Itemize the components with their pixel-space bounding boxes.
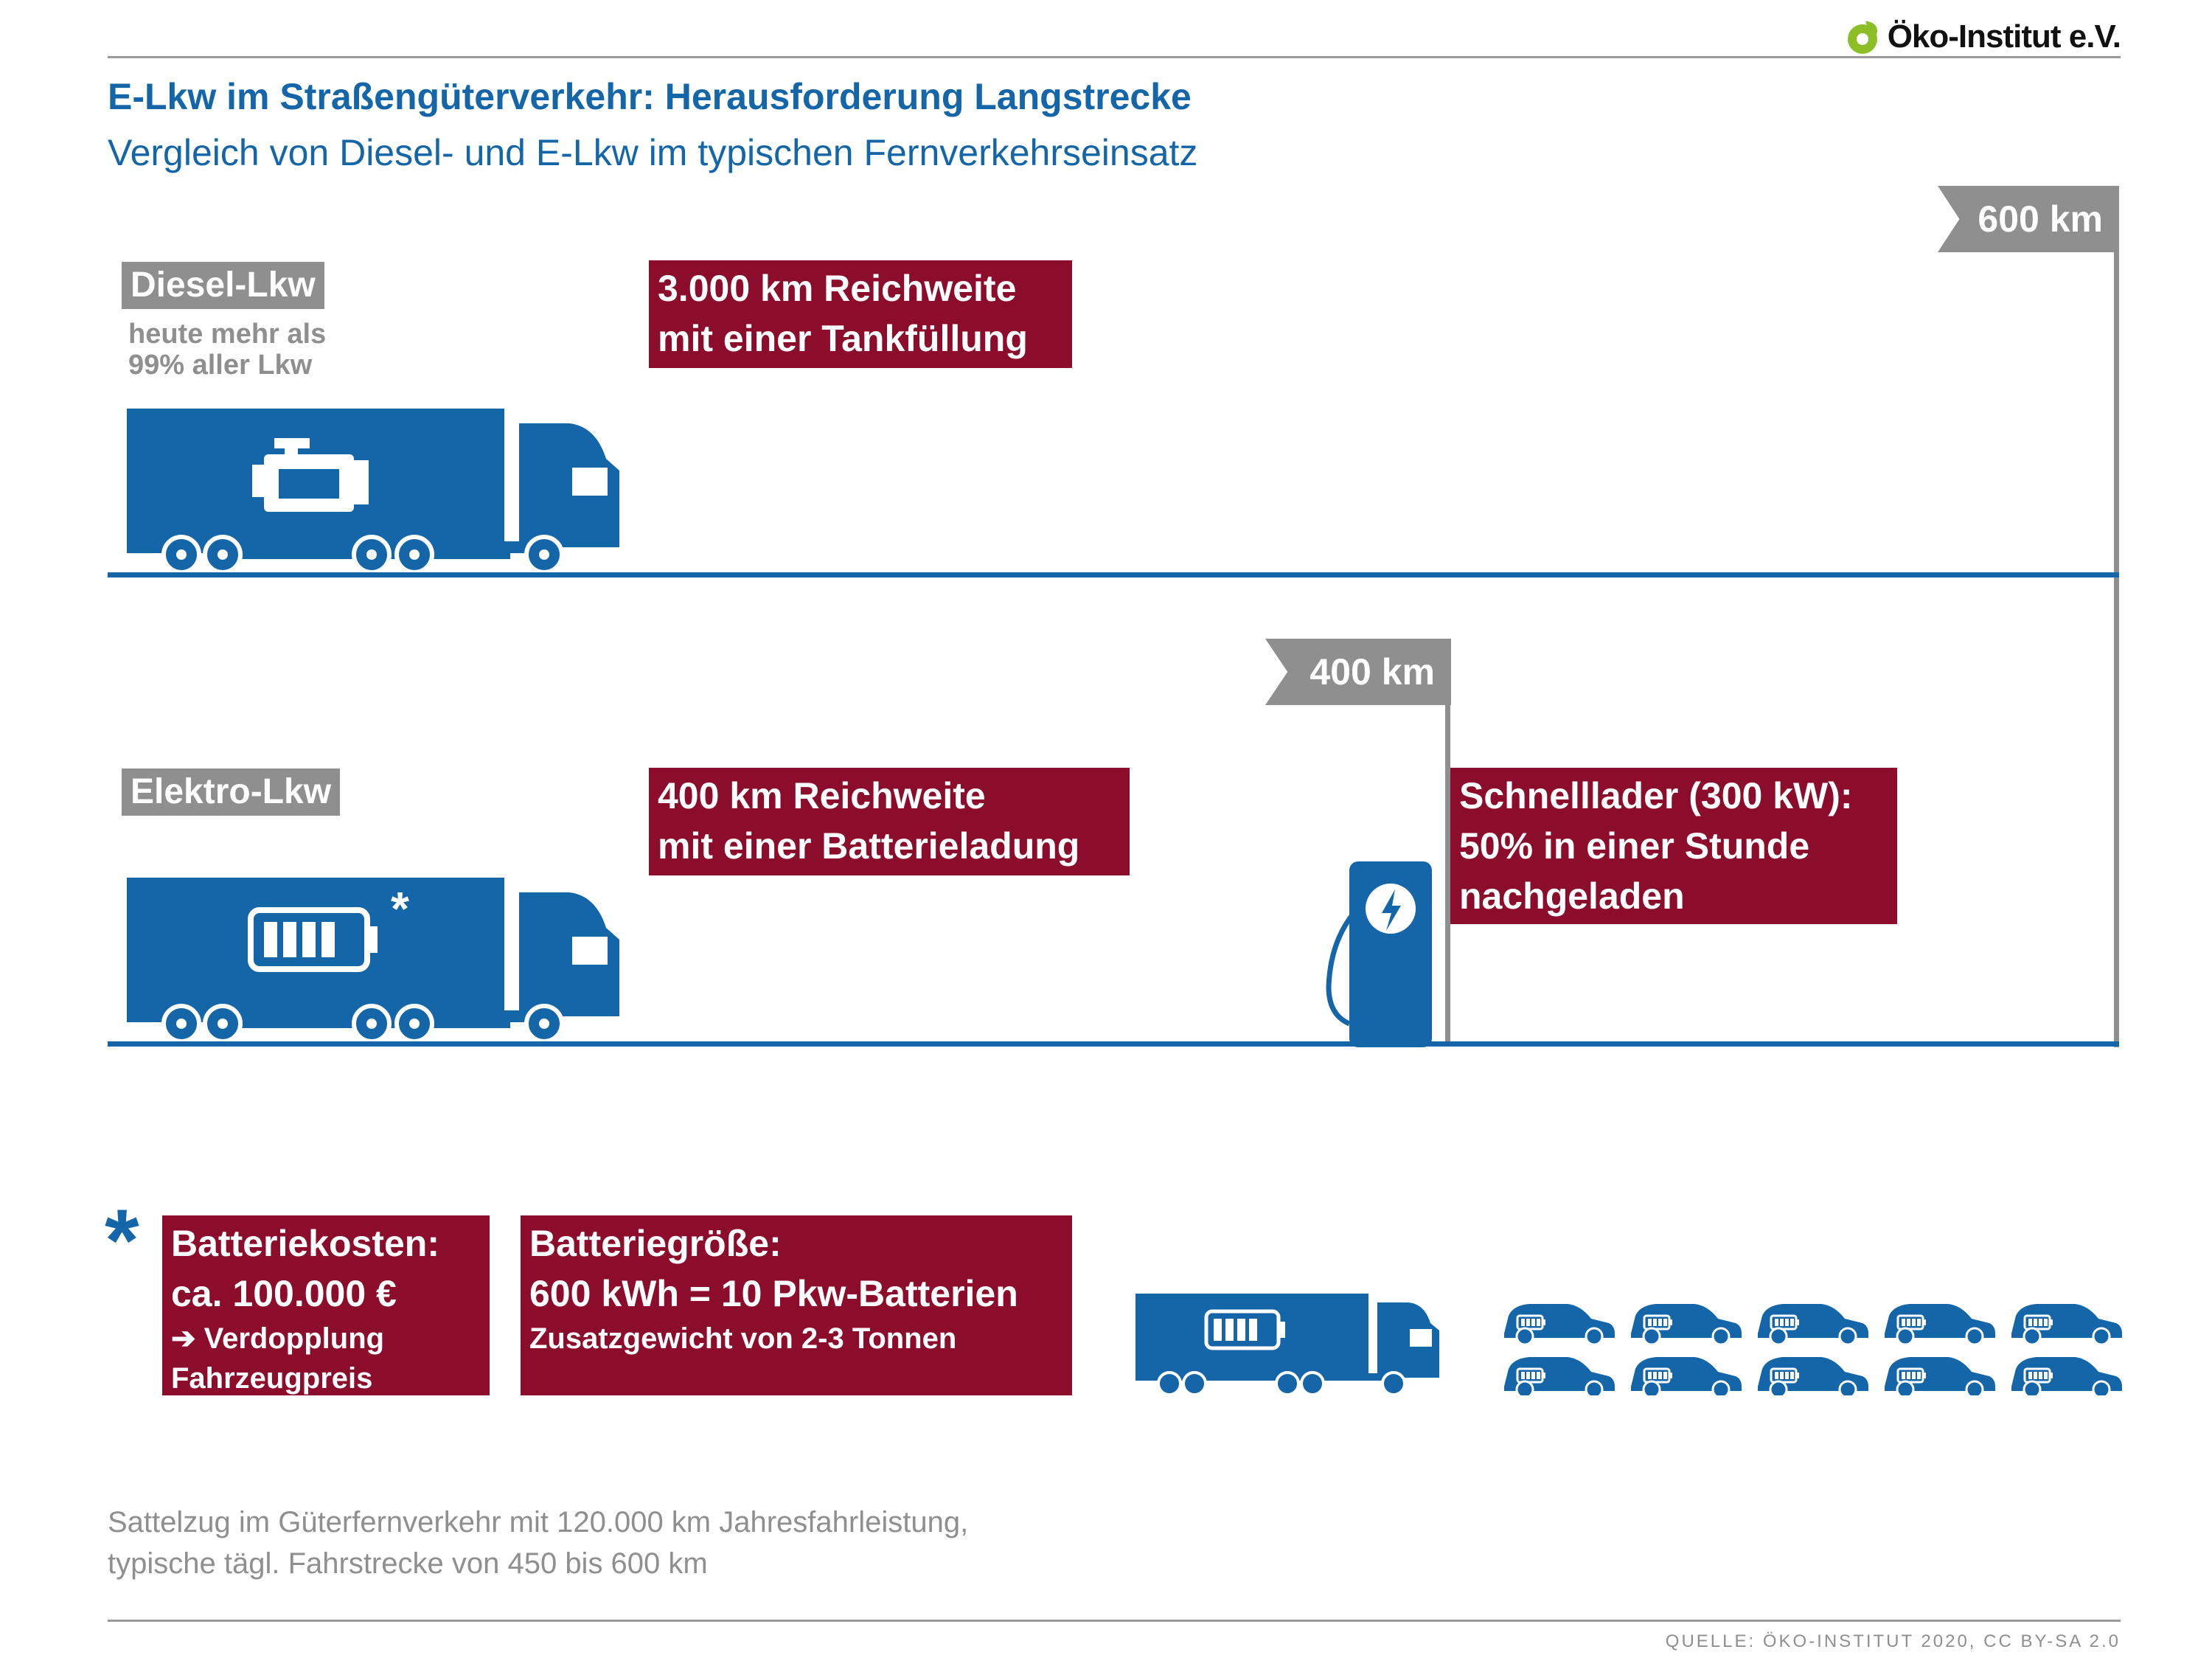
footnote-asterisk: * bbox=[105, 1191, 139, 1290]
electric-range-line2: mit einer Batterieladung bbox=[658, 825, 1080, 867]
electric-label: Elektro-Lkw bbox=[122, 768, 341, 816]
battery-size-box: Batteriegröße: 600 kWh = 10 Pkw-Batterie… bbox=[521, 1215, 1072, 1395]
charger-line1: Schnelllader (300 kW): bbox=[1459, 775, 1853, 816]
cost-line4: Fahrzeugpreis bbox=[171, 1362, 373, 1395]
charger-line3: nachgeladen bbox=[1459, 875, 1685, 917]
diesel-note-line1: heute mehr als bbox=[128, 319, 327, 350]
diesel-road bbox=[108, 572, 2119, 577]
electric-range-box: 400 km Reichweite mit einer Batterieladu… bbox=[649, 768, 1130, 875]
pole-600 bbox=[2114, 252, 2119, 1047]
engine-icon bbox=[252, 438, 369, 512]
diesel-truck-icon bbox=[127, 409, 619, 575]
note-line2: typische tägl. Fahrstrecke von 450 bis 6… bbox=[108, 1547, 708, 1580]
size-line2: 600 kWh = 10 Pkw-Batterien bbox=[529, 1273, 1018, 1314]
pole-400 bbox=[1445, 705, 1450, 1041]
charger-line2: 50% in einer Stunde bbox=[1459, 825, 1810, 867]
cost-line2: ca. 100.000 € bbox=[171, 1273, 397, 1314]
diesel-label: Diesel-Lkw bbox=[122, 262, 324, 309]
leaf-logo-icon bbox=[1847, 21, 1877, 54]
battery-asterisk: * bbox=[391, 882, 409, 935]
bottom-divider bbox=[108, 1620, 2121, 1622]
battery-icon bbox=[248, 907, 378, 972]
electric-range-line1: 400 km Reichweite bbox=[658, 775, 986, 816]
charging-station-icon bbox=[1326, 861, 1432, 1047]
small-electric-truck-icon bbox=[1135, 1294, 1439, 1395]
diesel-range-line2: mit einer Tankfüllung bbox=[658, 318, 1028, 359]
diesel-range-line1: 3.000 km Reichweite bbox=[658, 268, 1017, 309]
diesel-note-line2: 99% aller Lkw bbox=[128, 350, 313, 381]
cost-line1: Batteriekosten: bbox=[171, 1223, 439, 1264]
small-battery-icon bbox=[1204, 1309, 1285, 1350]
distance-flag-600: 600 km bbox=[1938, 186, 2119, 252]
size-line3: Zusatzgewicht von 2-3 Tonnen bbox=[529, 1322, 957, 1355]
cost-line3: ➔ Verdopplung bbox=[171, 1322, 385, 1355]
size-line1: Batteriegröße: bbox=[529, 1223, 782, 1264]
oeko-institut-logo: Öko-Institut e.V. bbox=[1845, 16, 2121, 58]
diesel-range-box: 3.000 km Reichweite mit einer Tankfüllun… bbox=[649, 260, 1072, 368]
distance-flag-400: 400 km bbox=[1265, 639, 1451, 705]
battery-cost-box: Batteriekosten: ca. 100.000 € ➔ Verdoppl… bbox=[162, 1215, 490, 1395]
logo-text: Öko-Institut e.V. bbox=[1887, 18, 2121, 55]
cars-icon-group bbox=[1503, 1302, 2124, 1395]
page-title: E-Lkw im Straßengüterverkehr: Herausford… bbox=[108, 76, 1192, 117]
top-divider bbox=[108, 56, 2121, 58]
car-batteries-grid bbox=[1500, 1300, 2124, 1395]
page-subtitle: Vergleich von Diesel- und E-Lkw im typis… bbox=[108, 132, 1198, 173]
bottom-note: Sattelzug im Güterfernverkehr mit 120.00… bbox=[108, 1502, 968, 1584]
electric-truck-icon bbox=[127, 878, 619, 1044]
electric-road bbox=[108, 1041, 2119, 1047]
note-line1: Sattelzug im Güterfernverkehr mit 120.00… bbox=[108, 1506, 969, 1538]
source-credit: QUELLE: ÖKO-INSTITUT 2020, CC BY-SA 2.0 bbox=[1665, 1631, 2121, 1651]
diesel-note: heute mehr als 99% aller Lkw bbox=[128, 319, 326, 381]
fast-charger-box: Schnelllader (300 kW): 50% in einer Stun… bbox=[1450, 768, 1897, 924]
